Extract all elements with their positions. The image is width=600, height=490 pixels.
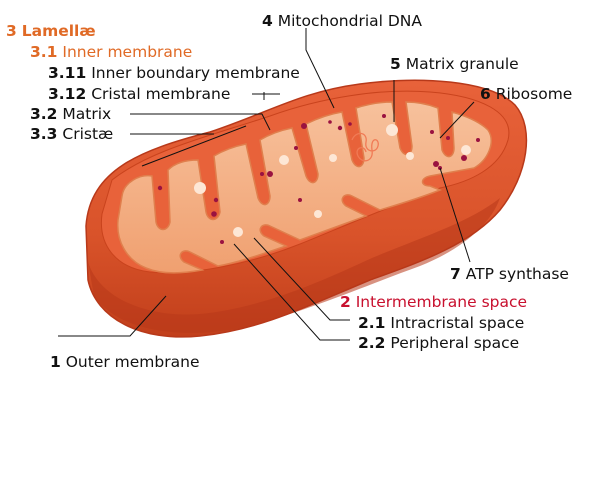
label-intracristal-space: 2.1 Intracristal space [358, 314, 524, 332]
label-cristal-membrane-num: 3.12 [48, 85, 87, 103]
mitochondrial-dna [351, 132, 379, 162]
inner-membrane-cristae [117, 101, 492, 274]
label-ribosome-num: 6 [480, 85, 491, 103]
matrix-granules [194, 124, 471, 237]
label-inner-membrane: 3.1 Inner membrane [30, 43, 192, 61]
label-ribosome: 6 Ribosome [480, 85, 572, 103]
label-intermembrane-space-num: 2 [340, 293, 351, 311]
label-inner-boundary-membrane-num: 3.11 [48, 64, 87, 82]
label-intermembrane-space: 2 Intermembrane space [340, 293, 527, 311]
label-matrix-granule-num: 5 [390, 55, 401, 73]
label-outer-membrane-text: Outer membrane [65, 353, 200, 371]
label-inner-membrane-text: Inner membrane [62, 43, 193, 61]
label-atp-synthase-num: 7 [450, 265, 461, 283]
label-matrix: 3.2 Matrix [30, 105, 111, 123]
label-lamellae: 3 Lamellæ [6, 22, 96, 40]
label-intermembrane-space-text: Intermembrane space [355, 293, 528, 311]
label-mitochondrial-dna-text: Mitochondrial DNA [277, 12, 423, 30]
label-peripheral-space-text: Peripheral space [390, 334, 520, 352]
label-inner-boundary-membrane-text: Inner boundary membrane [91, 64, 300, 82]
outer-membrane-rim [88, 198, 500, 333]
label-ribosome-text: Ribosome [495, 85, 573, 103]
label-cristae-text: Cristæ [62, 125, 114, 143]
label-lamellae-text: Lamellæ [21, 22, 96, 40]
leader-lines [58, 28, 475, 341]
label-matrix-granule-text: Matrix granule [405, 55, 519, 73]
label-outer-membrane: 1 Outer membrane [50, 353, 199, 371]
label-cristae-num: 3.3 [30, 125, 58, 143]
label-atp-synthase-text: ATP synthase [465, 265, 569, 283]
ribosomes [157, 114, 480, 244]
label-mitochondrial-dna: 4 Mitochondrial DNA [262, 12, 422, 30]
label-cristae: 3.3 Cristæ [30, 125, 113, 143]
label-cristal-membrane: 3.12 Cristal membrane [48, 85, 230, 103]
label-matrix-granule: 5 Matrix granule [390, 55, 519, 73]
label-intracristal-space-text: Intracristal space [390, 314, 525, 332]
label-peripheral-space: 2.2 Peripheral space [358, 334, 519, 352]
label-atp-synthase: 7 ATP synthase [450, 265, 569, 283]
label-peripheral-space-num: 2.2 [358, 334, 386, 352]
label-mitochondrial-dna-num: 4 [262, 12, 273, 30]
label-cristal-membrane-text: Cristal membrane [91, 85, 231, 103]
label-inner-boundary-membrane: 3.11 Inner boundary membrane [48, 64, 300, 82]
label-intracristal-space-num: 2.1 [358, 314, 386, 332]
label-inner-membrane-num: 3.1 [30, 43, 58, 61]
atp-synthase-particles [211, 123, 467, 217]
label-lamellae-num: 3 [6, 22, 17, 40]
label-matrix-num: 3.2 [30, 105, 58, 123]
label-outer-membrane-num: 1 [50, 353, 61, 371]
label-matrix-text: Matrix [62, 105, 112, 123]
